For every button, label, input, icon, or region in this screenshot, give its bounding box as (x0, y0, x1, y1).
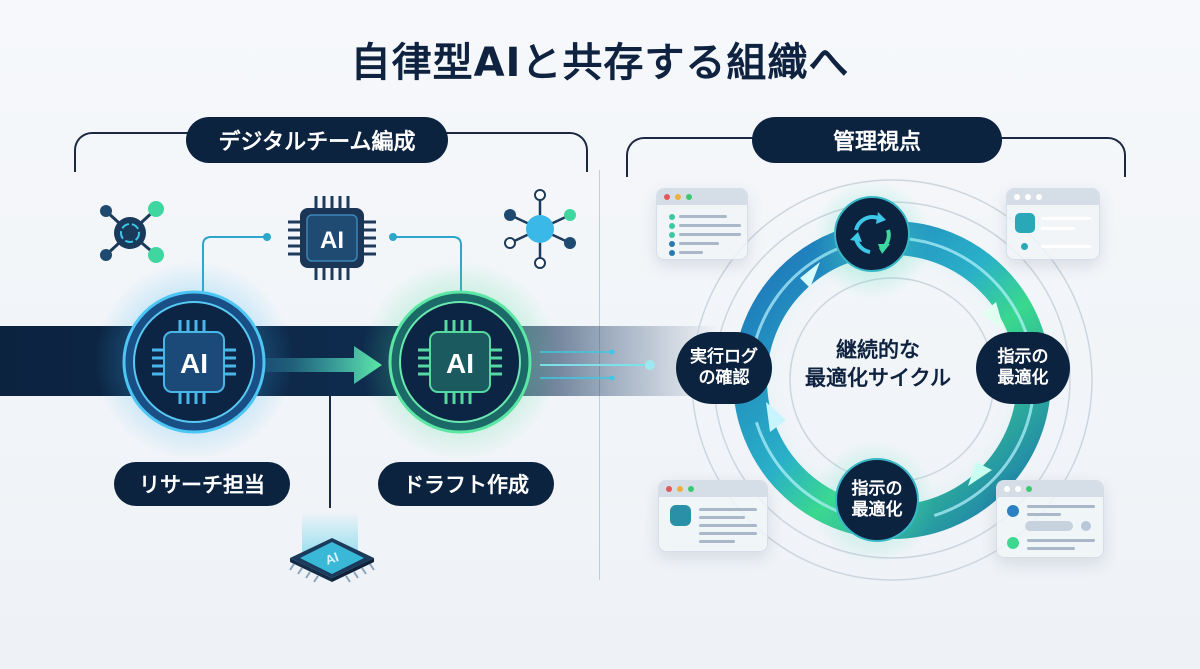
network-hub-icon (100, 201, 164, 263)
network-node-icon (504, 189, 576, 269)
agent-draft-chip-label: AI (446, 348, 474, 379)
role-label-draft: ドラフト作成 (378, 462, 554, 506)
cycle-refresh-node[interactable] (834, 196, 910, 272)
left-section-heading-text: デジタルチーム編成 (218, 130, 416, 155)
ai-chip-top-label: AI (320, 227, 344, 254)
ai-chip-bottom-label: AI (323, 549, 340, 568)
cycle-center-line1: 継続的な (836, 338, 920, 362)
chip-connectors (202, 233, 462, 335)
cycle-node-instruction-opt-bottom[interactable]: 指示の 最適化 (835, 458, 919, 542)
role-label-research-text: リサーチ担当 (139, 473, 265, 497)
page-title: 自律型AIと共存する組織へ (350, 40, 850, 86)
cycle-node-log-review-line2: の確認 (698, 368, 750, 388)
cycle-node-right-line1: 指示の (997, 346, 1049, 367)
window-mockup-top-left (656, 188, 748, 260)
window-mockup-top-right (1006, 188, 1100, 260)
role-label-draft-text: ドラフト作成 (403, 473, 529, 497)
cycle-center-label: 継続的な 最適化サイクル (790, 336, 966, 393)
cycle-node-log-review[interactable]: 実行ログ の確認 (676, 332, 772, 404)
agent-research-node[interactable]: AI (122, 290, 266, 434)
right-section-heading: 管理視点 (752, 117, 1002, 163)
cycle-node-bottom-line1: 指示の (851, 478, 903, 499)
vertical-connector (329, 396, 331, 508)
agent-draft-node[interactable]: AI (388, 290, 532, 434)
output-connector (540, 349, 655, 381)
role-label-research: リサーチ担当 (114, 462, 290, 506)
cycle-center-line2: 最適化サイクル (805, 366, 951, 391)
ai-chip-bottom-icon: AI (289, 538, 375, 583)
cycle-node-bottom-line2: 最適化 (851, 500, 903, 520)
ai-chip-top-icon: AI (288, 196, 376, 280)
agent-research-chip-label: AI (180, 348, 208, 379)
cycle-node-instruction-opt-right[interactable]: 指示の 最適化 (976, 332, 1070, 404)
right-section-heading-text: 管理視点 (832, 130, 921, 155)
window-mockup-bottom-right (996, 480, 1104, 558)
window-mockup-bottom-left (658, 480, 768, 552)
flow-arrow-icon (262, 346, 382, 384)
cycle-node-log-review-line1: 実行ログ (690, 346, 758, 367)
cycle-node-right-line2: 最適化 (997, 368, 1049, 388)
left-section-heading: デジタルチーム編成 (186, 117, 448, 163)
